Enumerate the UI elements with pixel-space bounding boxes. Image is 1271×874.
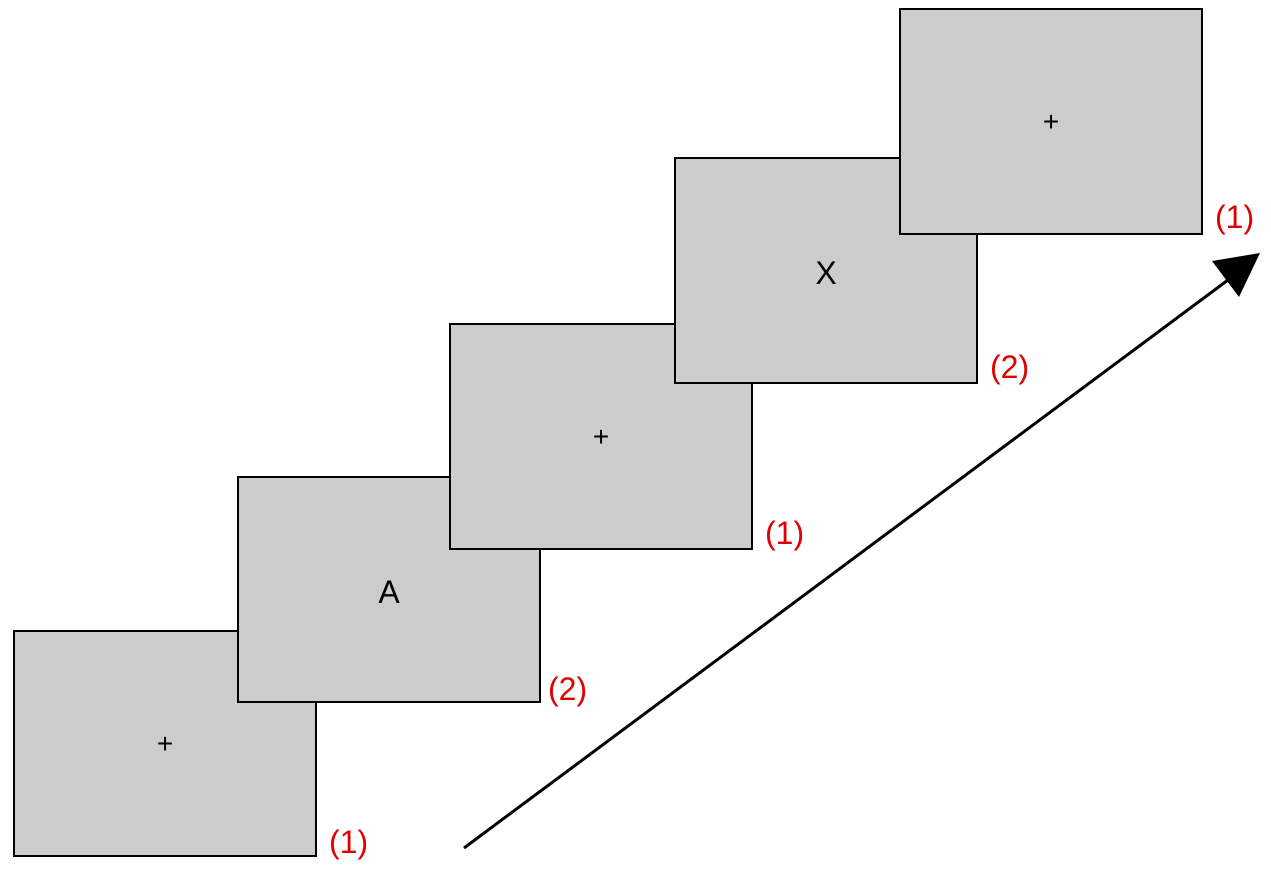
duration-label-2: (2) xyxy=(548,671,588,707)
duration-label-1: (1) xyxy=(329,824,369,860)
fixation-cross: + xyxy=(1042,106,1060,137)
duration-label-5: (1) xyxy=(1215,199,1255,235)
time-arrow-shaft xyxy=(463,278,1229,850)
fixation-cross: + xyxy=(592,421,610,452)
duration-label-3: (1) xyxy=(765,515,805,551)
letter-stimulus: X xyxy=(815,255,837,291)
time-arrow-head xyxy=(1212,253,1260,297)
duration-label-4: (2) xyxy=(990,349,1030,385)
trial-screen-5: + xyxy=(899,8,1203,235)
fixation-cross: + xyxy=(156,728,174,759)
letter-stimulus: A xyxy=(378,574,400,610)
